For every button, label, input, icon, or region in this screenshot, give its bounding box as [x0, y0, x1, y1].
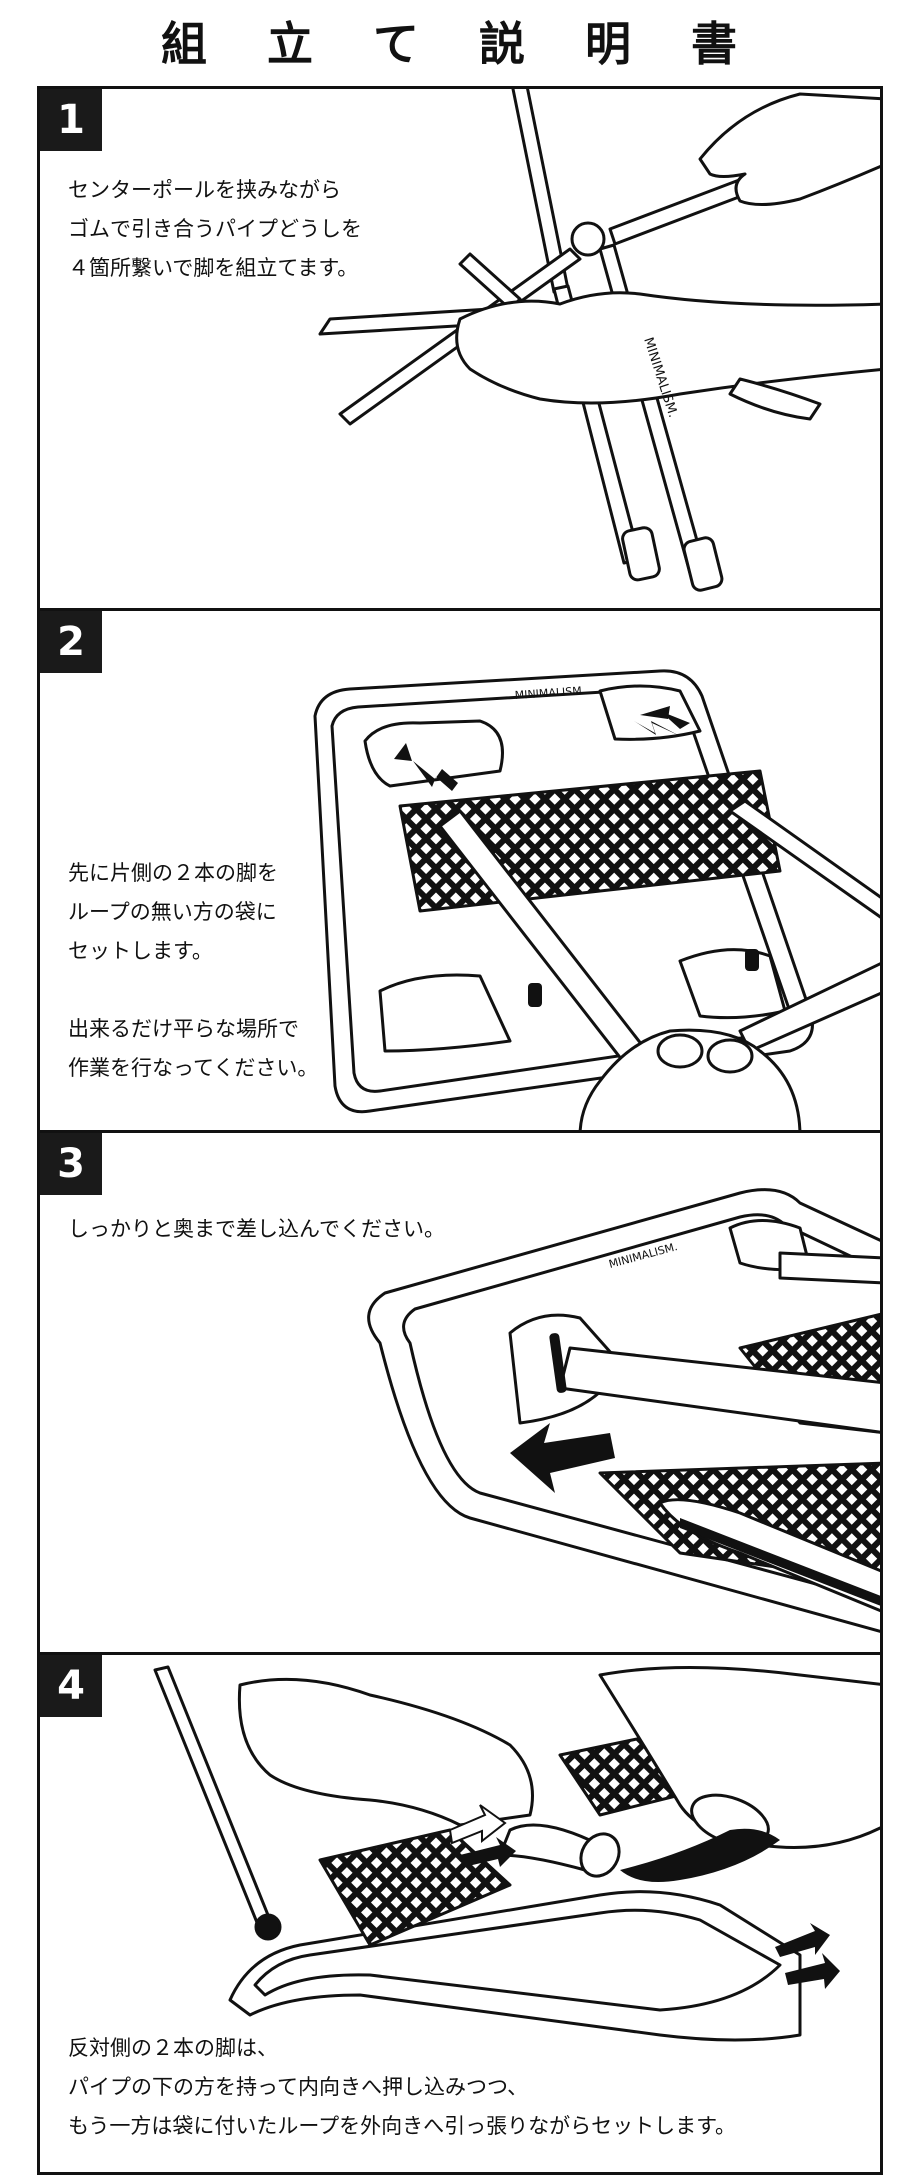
- step-2-illustration: MINIMALISM.: [313, 669, 880, 1130]
- step-4-illustration: [153, 1665, 880, 2042]
- step-number: 3: [40, 1133, 102, 1195]
- instruction-line: 反対側の２本の脚は、: [68, 2036, 278, 2060]
- instruction-line: パイプの下の方を持って内向きへ押し込みつつ、: [68, 2075, 529, 2099]
- brand-mark: MINIMALISM.: [514, 684, 585, 702]
- step-1-illustration: MINIMALISM.: [318, 89, 880, 592]
- instruction-line: センターポールを挟みながら: [68, 178, 341, 202]
- step-number: 1: [40, 89, 102, 151]
- step-3-panel: 3 しっかりと奥まで差し込んでください。: [37, 1130, 883, 1655]
- step-4-panel: 4: [37, 1652, 883, 2175]
- step-3-illustration: MINIMALISM.: [367, 1188, 880, 1633]
- instruction-line: しっかりと奥まで差し込んでください。: [68, 1217, 445, 1241]
- step-1-panel: 1 センターポールを挟みながら ゴムで引き合うパイプどうしを ４箇所繋いで脚を組…: [37, 86, 883, 611]
- step-number: 4: [40, 1655, 102, 1717]
- instruction-line: ４箇所繋いで脚を組立てます。: [68, 256, 359, 280]
- instruction-line: もう一方は袋に付いたループを外向きへ引っ張りながらセットします。: [68, 2114, 737, 2138]
- step-1-instructions: センターポールを挟みながら ゴムで引き合うパイプどうしを ４箇所繋いで脚を組立て…: [68, 171, 362, 288]
- step-2-panel: 2: [37, 608, 883, 1133]
- instruction-line: ゴムで引き合うパイプどうしを: [68, 217, 362, 241]
- instruction-line: 先に片側の２本の脚を: [68, 861, 278, 885]
- instruction-line: 作業を行なってください。: [68, 1056, 319, 1080]
- step-3-instructions: しっかりと奥まで差し込んでください。: [68, 1210, 445, 1249]
- step-2-instructions: 先に片側の２本の脚を ループの無い方の袋に セットします。 出来るだけ平らな場所…: [68, 854, 318, 1088]
- step-number: 2: [40, 611, 102, 673]
- instruction-line: 出来るだけ平らな場所で: [68, 1017, 299, 1041]
- step-4-instructions: 反対側の２本の脚は、 パイプの下の方を持って内向きへ押し込みつつ、 もう一方は袋…: [68, 2029, 736, 2146]
- page-title: 組 立 て 説 明 書: [160, 17, 760, 71]
- instruction-line: ループの無い方の袋に: [68, 900, 277, 924]
- instruction-line: セットします。: [68, 939, 213, 963]
